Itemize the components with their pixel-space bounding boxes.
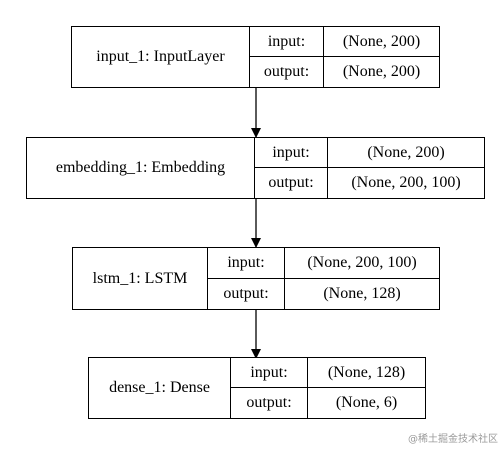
node-dense: dense_1: Dense input: (None, 128) output… [88,357,426,419]
node-name: embedding_1: Embedding [27,138,255,198]
input-label: input: [255,138,328,168]
output-shape: (None, 6) [335,394,398,411]
watermark-text: @稀土掘金技术社区 [408,434,498,445]
output-shape: (None, 128) [323,284,401,302]
input-label: input: [208,248,285,279]
node-name: dense_1: Dense [89,358,231,418]
node-embedding: embedding_1: Embedding input: (None, 200… [26,137,485,199]
node-name: input_1: InputLayer [72,27,250,87]
input-shape: (None, 200, 100) [285,248,439,279]
node-lstm: lstm_1: LSTM input: (None, 200, 100) out… [72,247,440,310]
input-label: input: [250,27,324,57]
output-shape: (None, 200) [342,63,421,80]
output-label: output: [255,168,328,198]
node-input-layer: input_1: InputLayer input: (None, 200) o… [71,26,440,88]
output-label: output: [250,57,324,87]
output-label: output: [208,278,285,309]
input-shape: (None, 128) [308,358,425,388]
input-label: input: [231,358,308,388]
output-label: output: [231,388,308,418]
input-shape: (None, 200) [324,27,439,57]
input-shape: (None, 200) [328,138,484,168]
output-shape: (None, 200, 100) [351,174,461,191]
node-name: lstm_1: LSTM [73,248,208,309]
